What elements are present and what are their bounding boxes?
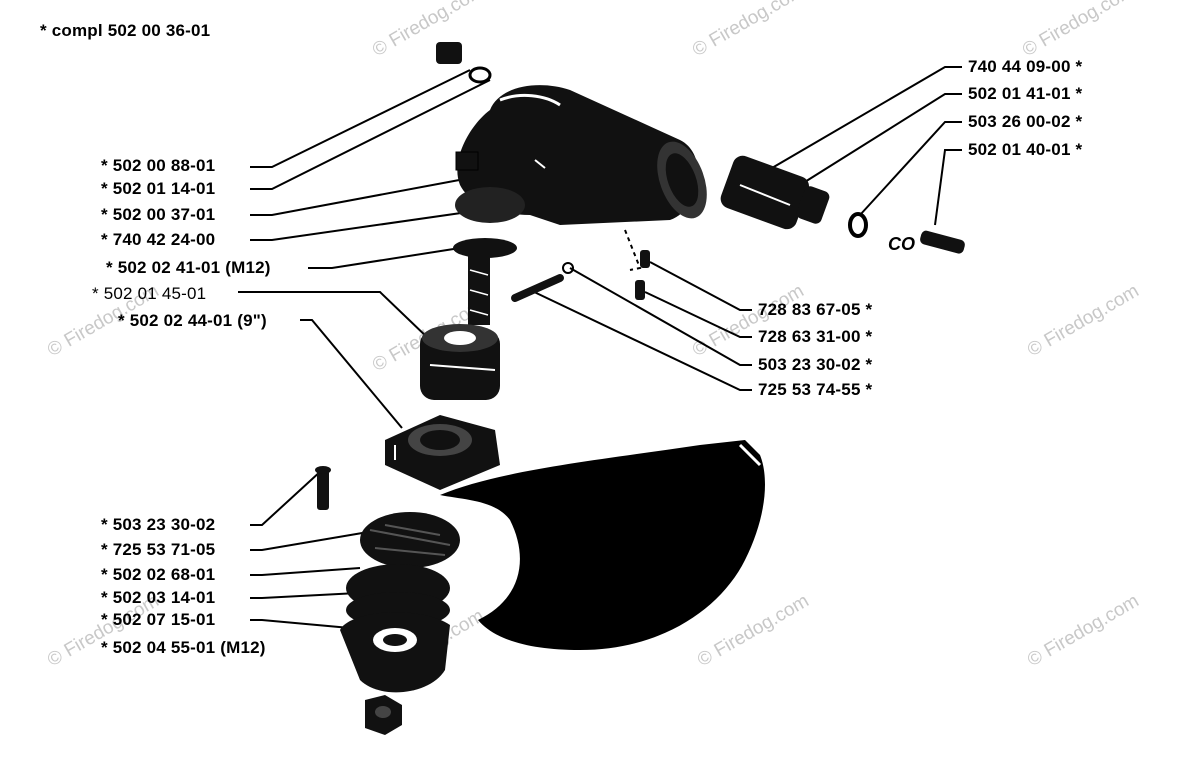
leader-line — [934, 149, 962, 226]
part-label: 728 83 67-05 * — [758, 300, 873, 319]
part-label: * 725 53 71-05 — [101, 540, 216, 559]
guard-screw — [315, 466, 331, 510]
guard-edge — [738, 443, 762, 467]
leader-line — [300, 319, 403, 429]
leader-line — [250, 529, 381, 551]
bearing-part — [720, 155, 830, 230]
leader-line — [250, 69, 471, 168]
plug-part — [436, 42, 492, 84]
washer-part — [848, 212, 868, 238]
part-label: * 502 01 45-01 — [92, 284, 207, 303]
part-label: * 502 00 88-01 — [101, 156, 216, 175]
part-label: * 502 02 68-01 — [101, 565, 216, 584]
part-label: * 502 07 15-01 — [101, 610, 216, 629]
assembly-note: * compl 502 00 36-01 — [40, 21, 211, 40]
gear-housing — [455, 85, 707, 226]
leader-line — [238, 291, 431, 341]
part-label: * 502 02 41-01 (M12) — [106, 258, 271, 277]
trimmer-guard — [440, 440, 765, 650]
spindle-part — [453, 238, 517, 325]
bearing-cylinder — [420, 324, 500, 400]
leader-line — [250, 592, 359, 599]
part-label: * 502 02 44-01 (9") — [118, 311, 267, 330]
part-label: 503 23 30-02 * — [758, 355, 873, 374]
shaft-part: CO — [888, 230, 965, 254]
leader-line — [644, 291, 752, 338]
leader-line — [529, 289, 752, 391]
leader-line — [624, 229, 642, 271]
leader-line — [308, 247, 461, 269]
part-label: 502 01 40-01 * — [968, 140, 1083, 159]
disk-stack — [340, 512, 460, 693]
leader-line — [799, 93, 962, 186]
part-label: 502 01 41-01 * — [968, 84, 1083, 103]
leader-line — [859, 121, 962, 216]
leader-line — [759, 66, 962, 176]
part-label: * 502 01 14-01 — [101, 179, 216, 198]
left-leader-lines — [238, 69, 491, 629]
part-label: * 502 00 37-01 — [101, 205, 216, 224]
leader-line — [250, 79, 491, 190]
nut-part — [365, 695, 402, 735]
part-label: * 502 03 14-01 — [101, 588, 216, 607]
part-label: 740 44 09-00 * — [968, 57, 1083, 76]
small-screws — [511, 250, 650, 302]
leader-line — [649, 261, 752, 311]
leader-line — [569, 267, 752, 366]
part-label: 503 26 00-02 * — [968, 112, 1083, 131]
leader-line — [250, 177, 471, 216]
part-label: 725 53 74-55 * — [758, 380, 873, 399]
leader-line — [250, 619, 351, 629]
right-leader-lines — [529, 66, 962, 391]
part-label: * 502 04 55-01 (M12) — [101, 638, 266, 657]
leader-line — [250, 211, 469, 241]
part-label: 728 63 31-00 * — [758, 327, 873, 346]
svg-text:CO: CO — [888, 234, 915, 254]
part-label: * 740 42 24-00 — [101, 230, 216, 249]
clamp-bracket — [385, 415, 500, 490]
leader-line — [250, 469, 323, 526]
part-label: * 503 23 30-02 — [101, 515, 216, 534]
leader-line — [250, 567, 361, 576]
